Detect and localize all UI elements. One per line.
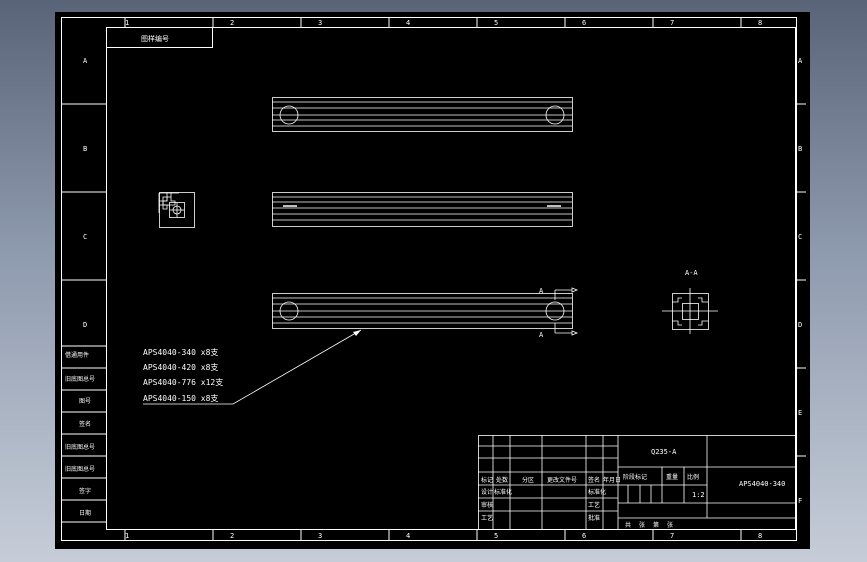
zone-row-a: A	[83, 57, 88, 65]
strip-label-8: 日期	[79, 509, 91, 517]
drawing-sheet: 1 2 3 4 5 6 7 8 1 2 3 4 5 6 7 8 A B C D	[55, 12, 810, 549]
zone-labels-right: A B C D E F	[798, 57, 803, 505]
zone-row-right-e: E	[798, 409, 802, 417]
tb-process-right: 工艺	[588, 501, 600, 509]
strip-label-7: 签字	[79, 487, 91, 495]
inner-frame	[106, 27, 796, 530]
cad-drawing: 1 2 3 4 5 6 7 8 1 2 3 4 5 6 7 8 A B C D	[61, 17, 806, 541]
tb-sheets-2: 张	[667, 521, 673, 529]
zone-col-bottom-1: 1	[125, 532, 129, 540]
tb-weight: 重量	[666, 473, 678, 481]
material-spec: Q235-A	[651, 448, 677, 456]
left-strip	[61, 367, 106, 523]
corner-label: 图样编号	[141, 34, 169, 43]
strip-label-4: 签名	[79, 420, 91, 428]
zone-labels-top: 1 2 3 4 5 6 7 8	[125, 19, 762, 27]
zone-row-right-d: D	[798, 321, 802, 329]
section-view-aa	[662, 288, 718, 334]
section-mark-bottom: A	[539, 331, 544, 339]
zone-row-right-a: A	[798, 57, 803, 65]
bom-list: APS4040-340 x8支 APS4040-420 x8支 APS4040-…	[143, 347, 223, 403]
zone-col-5: 5	[494, 19, 498, 27]
zone-row-c: C	[83, 233, 87, 241]
tb-no: 第	[653, 521, 659, 529]
profile-cross-section-left	[158, 192, 195, 228]
bom-item-4: APS4040-150 x8支	[143, 393, 218, 403]
tb-header-change-doc: 更改文件号	[547, 476, 577, 484]
zone-col-7: 7	[670, 19, 674, 27]
left-strip-labels: 借通用件 旧底图总号 图号 签名 旧底图总号 旧底图总号 签字 日期	[65, 351, 95, 517]
section-view-label: A-A	[685, 269, 698, 277]
tb-total: 共	[625, 521, 631, 529]
strip-label-3: 图号	[79, 398, 91, 405]
zone-col-bottom-7: 7	[670, 532, 674, 540]
section-mark-top: A	[539, 287, 544, 295]
zone-col-bottom-2: 2	[230, 532, 234, 540]
scale-value: 1:2	[692, 491, 705, 499]
tb-header-date: 年月日	[603, 476, 621, 484]
bom-item-1: APS4040-340 x8支	[143, 347, 218, 357]
zone-labels-left: A B C D	[83, 57, 88, 329]
zone-row-d: D	[83, 321, 87, 329]
zone-col-bottom-8: 8	[758, 532, 762, 540]
tb-header-count: 处数	[496, 476, 508, 484]
bom-item-2: APS4040-420 x8支	[143, 362, 218, 372]
zone-col-bottom-4: 4	[406, 532, 410, 540]
zone-col-bottom-6: 6	[582, 532, 586, 540]
tb-standard: 标准化	[494, 488, 512, 496]
title-block-text: Q235-A APS4040-340 1:2 标记 处数 分区 更改文件号 签名…	[481, 448, 785, 529]
title-block	[478, 435, 796, 530]
zone-col-bottom-5: 5	[494, 532, 498, 540]
tb-header-zone: 分区	[522, 476, 534, 484]
profile-bar-bottom	[272, 287, 579, 336]
zone-col-8: 8	[758, 19, 762, 27]
profile-bar-middle	[272, 192, 573, 227]
tb-stage: 阶段标记	[623, 473, 647, 481]
tb-standard-right: 标准化	[588, 488, 606, 496]
tb-review: 审核	[481, 501, 493, 509]
tb-header-sign: 签名	[588, 476, 600, 484]
zone-col-bottom-3: 3	[318, 532, 322, 540]
tb-process: 工艺	[481, 514, 493, 522]
zone-row-b: B	[83, 145, 87, 153]
zone-row-right-b: B	[798, 145, 802, 153]
zone-labels-bottom: 1 2 3 4 5 6 7 8	[125, 532, 762, 540]
strip-label-1: 借通用件	[65, 351, 89, 359]
tb-design: 设计	[481, 488, 493, 496]
leader-line	[143, 329, 362, 405]
profile-bar-top	[272, 97, 573, 132]
tb-scale-label: 比例	[687, 473, 699, 481]
zone-col-6: 6	[582, 19, 586, 27]
zone-col-1: 1	[125, 19, 129, 27]
zone-col-2: 2	[230, 19, 234, 27]
part-name: APS4040-340	[739, 480, 785, 488]
zone-row-right-f: F	[798, 497, 802, 505]
outer-frame	[61, 17, 797, 541]
tb-sheets-1: 张	[639, 521, 645, 529]
strip-label-2: 旧底图总号	[65, 375, 95, 383]
zone-col-4: 4	[406, 19, 410, 27]
strip-label-5: 旧底图总号	[65, 443, 95, 451]
bom-item-3: APS4040-776 x12支	[143, 377, 223, 387]
strip-label-6: 旧底图总号	[65, 465, 95, 473]
tb-header-mark: 标记	[481, 476, 493, 484]
tb-approve: 批准	[588, 514, 600, 522]
zone-row-right-c: C	[798, 233, 802, 241]
zone-col-3: 3	[318, 19, 322, 27]
